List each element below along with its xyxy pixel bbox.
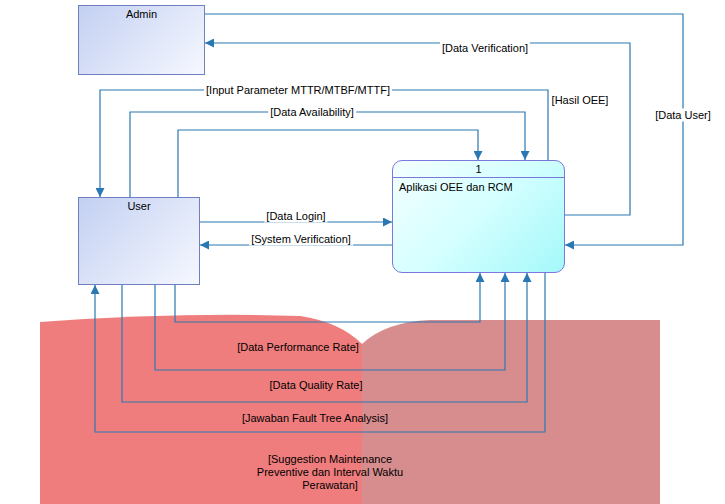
flow-label: [Jawaban Fault Tree Analysis] [240, 412, 390, 425]
external-entity: Admin [78, 5, 205, 75]
data-flow [205, 43, 630, 215]
flow-label: [Suggestion Maintenance Preventive dan I… [241, 453, 420, 492]
right-panel [362, 320, 660, 504]
flow-label: [Input Parameter MTTR/MTBF/MTTF] [204, 84, 392, 97]
flow-label: [Data User] [653, 109, 713, 122]
entity-name: User [79, 198, 199, 212]
data-flow [122, 273, 527, 402]
flow-label: [Data Login] [264, 210, 327, 223]
flow-label: [Data Verification] [440, 42, 530, 55]
data-flow [175, 273, 480, 322]
process-name: Aplikasi OEE dan RCM [393, 178, 564, 193]
process-number: 1 [393, 161, 564, 178]
data-flow [155, 273, 505, 370]
process-box: 1Aplikasi OEE dan RCM [392, 160, 565, 273]
data-flow [95, 273, 545, 432]
external-entity: User [78, 197, 200, 285]
flow-label: [System Verification] [249, 233, 353, 246]
flow-label: [Data Availability] [268, 106, 356, 119]
flow-label: [Data Performance Rate] [235, 341, 361, 354]
flow-label: [Hasil OEE] [550, 94, 611, 107]
flow-label: [Data Quality Rate] [268, 379, 365, 392]
entity-name: Admin [79, 6, 204, 20]
